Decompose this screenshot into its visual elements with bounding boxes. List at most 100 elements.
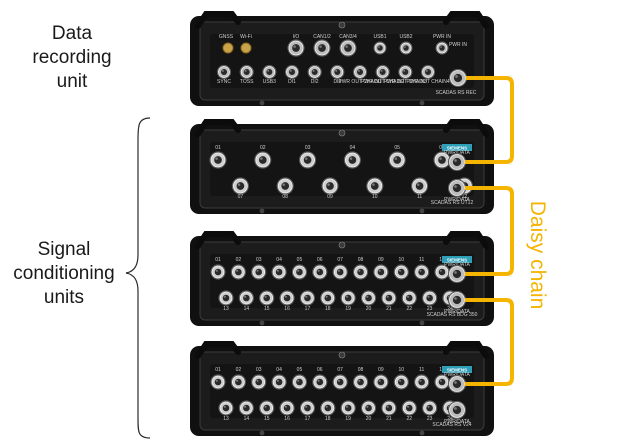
- left-handle: [195, 11, 241, 29]
- model-label: SCADAS RS UT12: [431, 200, 474, 206]
- connector-socket: [370, 182, 379, 190]
- connector-socket: [316, 378, 324, 386]
- port-label: PWR IN: [449, 42, 467, 48]
- connector-socket: [356, 68, 364, 76]
- port-label: 05: [297, 367, 303, 373]
- port-label: PWR/DATA: [444, 197, 470, 203]
- label-line: conditioning: [13, 263, 115, 284]
- connector-pin: [305, 295, 308, 298]
- connector-socket: [275, 268, 283, 276]
- grouping-brace: [125, 117, 151, 439]
- screw: [419, 320, 425, 326]
- port-label: PWR/DATA: [444, 419, 470, 425]
- port-label: 22: [406, 416, 412, 422]
- brand-badge: [442, 366, 472, 373]
- connector-pin: [282, 183, 286, 186]
- label-line: Data: [51, 23, 93, 44]
- right-handle: [443, 231, 489, 249]
- port-label: 20: [366, 416, 372, 422]
- connector-pin: [237, 183, 241, 186]
- connector-pin: [439, 379, 442, 382]
- connector-pin: [335, 69, 338, 72]
- connector-socket: [415, 182, 424, 190]
- connector-socket: [452, 295, 462, 305]
- connector-socket: [426, 404, 433, 412]
- connector-socket: [258, 156, 267, 164]
- model-label: SCADAS RS V24: [432, 422, 471, 428]
- screw: [338, 351, 346, 359]
- connector-socket: [438, 156, 446, 164]
- connector-pin: [406, 405, 410, 408]
- connector-pin: [221, 69, 224, 72]
- port-label: 07: [337, 257, 343, 263]
- screw: [419, 208, 425, 214]
- connector-socket: [263, 404, 271, 412]
- connector-pin: [215, 379, 218, 382]
- connector-socket: [214, 378, 222, 386]
- brand-badge: [442, 144, 472, 151]
- antenna-connector: [240, 42, 252, 54]
- connector-socket: [324, 294, 332, 302]
- port-label: 01: [215, 145, 221, 151]
- port-label: 17: [305, 416, 311, 422]
- connector-pin: [276, 269, 279, 272]
- port-label: USB3: [263, 79, 276, 85]
- port-label: 08: [282, 194, 288, 200]
- port-label: 02: [236, 367, 242, 373]
- port-label: Wi-Fi: [240, 34, 252, 40]
- port-label: 05: [394, 145, 400, 151]
- port-label: 20: [366, 306, 372, 312]
- screw: [259, 208, 265, 214]
- connector-pin: [260, 157, 263, 160]
- connector-socket: [334, 68, 341, 76]
- connector-pin: [337, 379, 341, 382]
- connector-pin: [419, 379, 422, 382]
- connector-socket: [214, 156, 222, 164]
- cable-recorder-to-unit1: [465, 76, 514, 164]
- port-label: 11: [419, 257, 424, 263]
- screw: [338, 21, 346, 29]
- connector-pin: [215, 269, 218, 272]
- connector-socket: [357, 268, 364, 276]
- connector-pin: [406, 295, 410, 298]
- port-label: 18: [325, 416, 331, 422]
- screw: [259, 320, 265, 326]
- connector-socket: [452, 269, 462, 279]
- screw: [338, 129, 346, 137]
- port-label: USB2: [399, 34, 412, 40]
- connector-socket: [243, 68, 250, 76]
- connector-socket: [452, 405, 462, 415]
- connector-pin: [223, 405, 226, 408]
- connector-socket: [365, 294, 372, 302]
- right-handle: [443, 119, 489, 137]
- connector-pin: [386, 295, 389, 298]
- right-handle: [443, 11, 489, 29]
- connector-socket: [438, 378, 446, 386]
- left-handle: [195, 119, 241, 137]
- screw: [259, 100, 265, 106]
- connector-pin: [455, 75, 458, 78]
- screw: [259, 430, 265, 436]
- connector-pin: [244, 69, 247, 72]
- connector-socket: [283, 294, 291, 302]
- connector-socket: [453, 73, 463, 83]
- port-label: 03: [256, 367, 262, 373]
- connector-pin: [264, 405, 267, 408]
- port-label: 23: [427, 416, 433, 422]
- port-label: SYNC: [217, 79, 231, 85]
- port-label: DI1: [288, 79, 296, 85]
- connector-socket: [236, 182, 245, 190]
- connector-socket: [326, 182, 334, 190]
- connector-socket: [405, 294, 413, 302]
- brand-text: SIEMENS: [447, 146, 467, 151]
- connector-pin: [325, 405, 328, 408]
- connector-pin: [378, 269, 381, 272]
- port-label: 07: [238, 194, 244, 200]
- port-label: 03: [256, 257, 262, 263]
- brand-text: SIEMENS: [447, 258, 467, 263]
- port-label: DI2: [311, 79, 319, 85]
- connector-pin: [378, 46, 380, 48]
- port-label: 15: [264, 416, 270, 422]
